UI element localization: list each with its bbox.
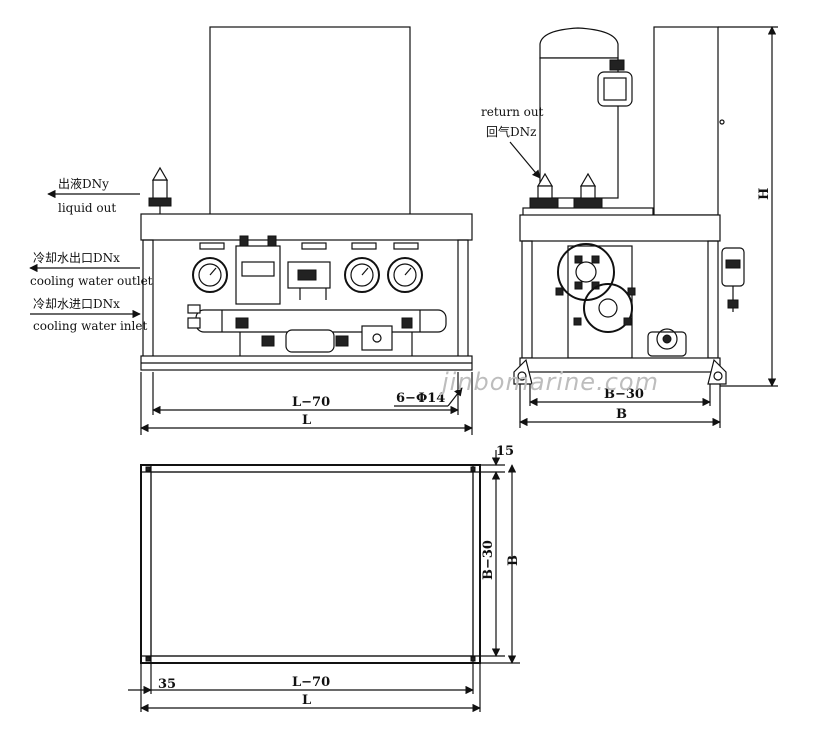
svg-text:L−70: L−70 (292, 675, 330, 690)
filter-drier (285, 329, 335, 353)
cooling-water-outlet-label: 冷却水出口DNx cooling water outlet (29, 251, 153, 288)
svg-text:cooling water inlet: cooling water inlet (33, 319, 147, 333)
liquid-out-label: 出液DNy liquid out (47, 176, 140, 215)
condenser-end-flange (555, 243, 636, 359)
svg-text:35: 35 (158, 677, 176, 692)
pressure-gauge-3 (387, 257, 423, 293)
pressure-gauge-1 (192, 257, 228, 293)
cooling-water-inlet-label: 冷却水进口DNx cooling water inlet (30, 297, 147, 333)
front-view (140, 26, 473, 371)
svg-text:B: B (506, 555, 521, 566)
compressor (539, 27, 633, 199)
svg-text:回气DNz: 回气DNz (486, 124, 536, 139)
side-motor (647, 328, 687, 357)
svg-text:return out: return out (481, 105, 544, 119)
svg-text:B−30: B−30 (604, 387, 644, 402)
plan-view (140, 464, 481, 664)
front-top-panel (209, 26, 411, 216)
side-base-rail (519, 357, 721, 373)
return-out-label: return out 回气DNz (481, 105, 544, 179)
svg-text:B−30: B−30 (481, 540, 496, 580)
side-tall-panel (653, 26, 719, 216)
svg-text:cooling water outlet: cooling water outlet (30, 274, 153, 288)
svg-text:15: 15 (496, 444, 514, 459)
svg-text:L: L (302, 693, 311, 708)
svg-text:6−Φ14: 6−Φ14 (396, 391, 445, 406)
side-dimension-b: B (519, 384, 721, 428)
return-valve-1 (529, 172, 559, 209)
svg-text:liquid out: liquid out (58, 201, 116, 215)
svg-text:L: L (302, 413, 311, 428)
svg-text:出液DNy: 出液DNy (58, 176, 109, 191)
plan-dimension-b: B (480, 464, 521, 664)
svg-text:冷却水出口DNx: 冷却水出口DNx (33, 251, 120, 265)
plan-dimension-l: L (140, 663, 481, 713)
height-dimension: H (718, 26, 778, 387)
side-view (513, 26, 745, 385)
svg-text:H: H (757, 188, 772, 200)
front-top-plate (140, 213, 473, 241)
front-right-post (457, 239, 469, 359)
svg-text:B: B (616, 407, 627, 422)
plan-inner-frame (150, 471, 474, 657)
liquid-out-valve (148, 166, 172, 214)
plan-dimension-l70: L−70 (151, 663, 474, 695)
plan-dimension-35: 35 (128, 663, 176, 712)
side-pressure-switch (721, 247, 745, 312)
service-valve (361, 325, 393, 351)
control-box (235, 245, 281, 305)
holes-callout: 6−Φ14 (394, 387, 463, 407)
return-valve-2 (573, 172, 603, 209)
svg-text:L−70: L−70 (292, 395, 330, 410)
svg-text:冷却水进口DNx: 冷却水进口DNx (33, 297, 120, 311)
front-dimension-l: L (140, 372, 473, 435)
plan-dimension-15: 15 (480, 444, 514, 473)
plan-dimension-b30: B−30 (480, 471, 505, 657)
watermark: jinbomarine.com (439, 368, 659, 396)
pressure-gauge-2 (344, 257, 380, 293)
plan-outer-frame (140, 464, 481, 664)
side-dimension-b30: B−30 (529, 384, 711, 407)
front-left-post (142, 239, 154, 359)
